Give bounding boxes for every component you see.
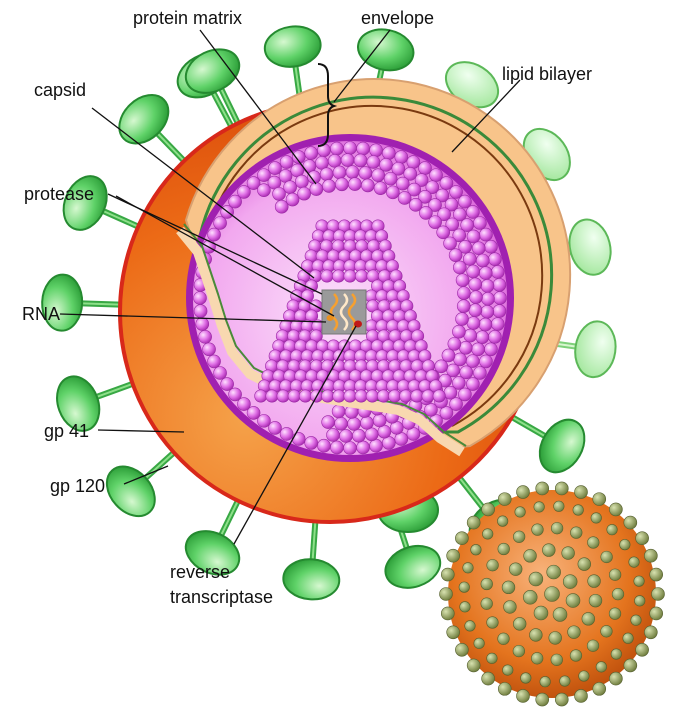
gp120-spike <box>97 453 174 526</box>
label-envelope: envelope <box>361 8 434 28</box>
gp120-spike <box>282 521 341 601</box>
rna-core <box>322 290 366 334</box>
label-protein-matrix: protein matrix <box>133 8 242 28</box>
label-reverse-transcriptase-2: transcriptase <box>170 587 273 607</box>
label-reverse-transcriptase-1: reverse <box>170 562 230 582</box>
label-lipid-bilayer: lipid bilayer <box>502 64 592 84</box>
label-capsid: capsid <box>34 80 86 100</box>
virus-rendering <box>440 482 665 706</box>
gp120-spike <box>179 41 247 123</box>
gp120-spike <box>512 412 594 480</box>
label-gp120: gp 120 <box>50 476 105 496</box>
label-gp41: gp 41 <box>44 421 89 441</box>
label-rna: RNA <box>22 304 60 324</box>
label-protease: protease <box>24 184 94 204</box>
